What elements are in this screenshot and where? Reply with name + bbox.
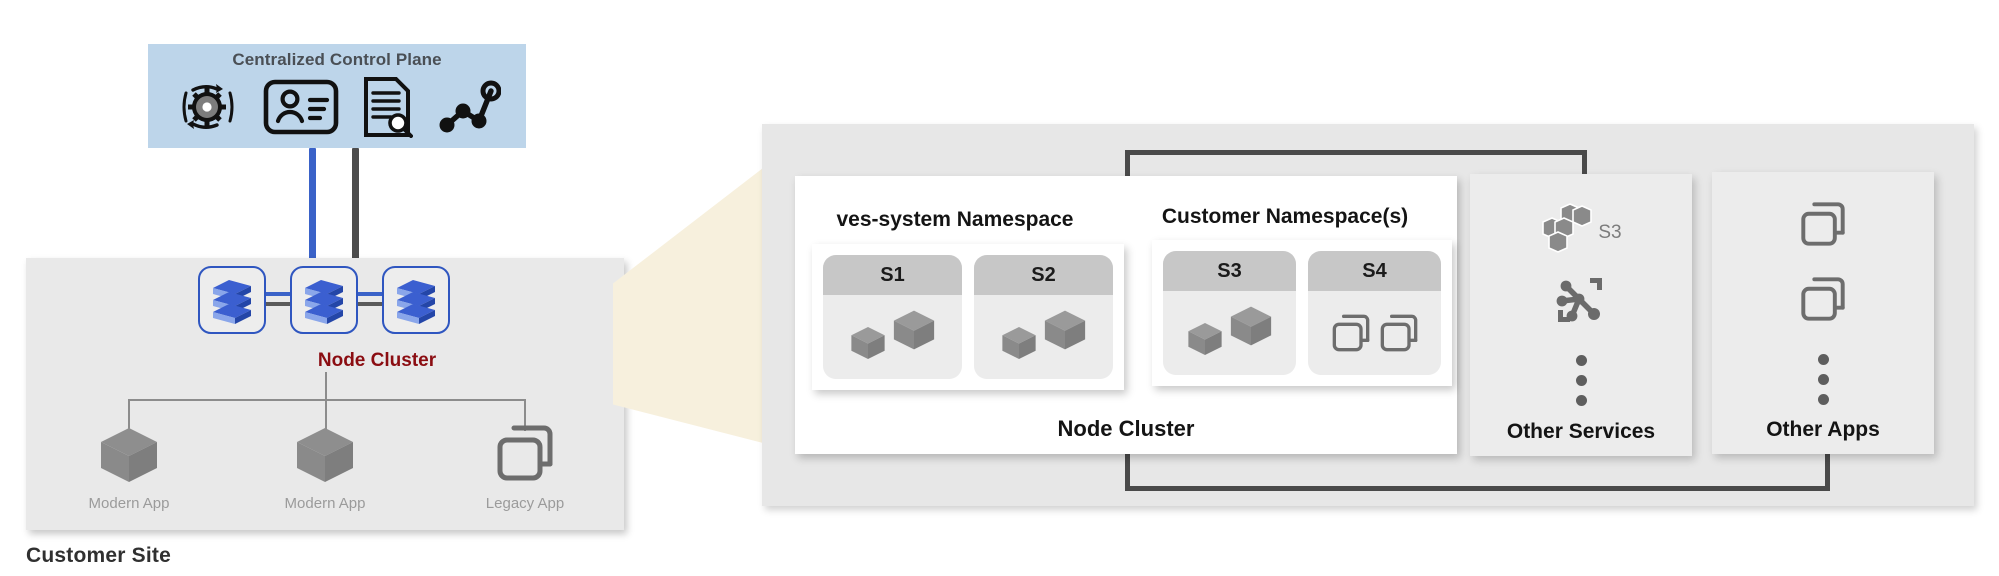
vm-windows-icon [1797, 273, 1849, 330]
node-link-2-gray [358, 302, 382, 306]
other-apps-icon-stack [1797, 198, 1849, 405]
pod-s2[interactable]: S2 [974, 255, 1113, 379]
bracket-connector-bottom [1125, 448, 1830, 491]
tree-bar [128, 399, 526, 401]
pod-s3-body [1163, 291, 1296, 375]
s3-service-label: S3 [1598, 222, 1622, 243]
vm-windows-icon [1332, 314, 1369, 352]
cube-icon [101, 428, 157, 482]
cube-icon [1001, 326, 1036, 360]
node-cluster-label-right: Node Cluster [1057, 416, 1195, 441]
cube-icon [297, 428, 353, 482]
control-plane-blue-link [309, 148, 316, 262]
stacked-layers-icon [213, 280, 251, 324]
vertical-ellipsis-icon [1817, 354, 1829, 405]
node-link-1-blue [266, 292, 290, 296]
customer-app-3[interactable]: Legacy App [470, 420, 580, 512]
vm-windows-icon [497, 425, 553, 481]
other-apps-card[interactable]: Other Apps [1712, 172, 1934, 454]
pod-s1[interactable]: S1 [823, 255, 962, 379]
document-search-icon [361, 76, 413, 143]
ves-system-namespace-card: S1 S2 [812, 244, 1124, 390]
service-mesh-icon [1554, 274, 1608, 331]
tree-stem [325, 372, 327, 400]
node-1[interactable] [198, 266, 266, 334]
cube-icon [893, 310, 934, 350]
cube-icon [1187, 322, 1222, 356]
identity-card-icon [263, 78, 339, 141]
node-link-2-blue [358, 292, 382, 296]
control-plane-title: Centralized Control Plane [232, 50, 442, 69]
control-plane-gray-link [352, 148, 359, 262]
stacked-layers-icon [305, 280, 343, 324]
customer-app-2-label: Modern App [284, 495, 366, 512]
pod-s3-label: S3 [1163, 251, 1296, 291]
tree-drop-3 [524, 399, 526, 431]
cube-icon [1230, 306, 1271, 346]
pod-s2-label: S2 [974, 255, 1113, 295]
zoom-callout-wedge [613, 168, 763, 443]
customer-app-2[interactable]: Modern App [270, 424, 380, 512]
customer-app-1[interactable]: Modern App [74, 424, 184, 512]
customer-site-label: Customer Site [26, 544, 171, 567]
customer-namespace-card: S3 S4 [1152, 240, 1452, 386]
pod-s4-body [1308, 291, 1441, 375]
node-3[interactable] [382, 266, 450, 334]
pod-s1-label: S1 [823, 255, 962, 295]
stacked-layers-icon [397, 280, 435, 324]
centralized-control-plane-panel: Centralized Control Plane [148, 44, 526, 148]
tree-drop-1 [128, 399, 130, 431]
pod-s4[interactable]: S4 [1308, 251, 1441, 375]
control-plane-icon-row [148, 74, 526, 144]
s3-bucket-cluster-icon: S3 [1540, 200, 1622, 256]
vm-windows-icon [1797, 198, 1849, 255]
cube-icon [850, 326, 885, 360]
node-2[interactable] [290, 266, 358, 334]
tree-drop-2 [325, 399, 327, 437]
bracket-connector-top [1125, 150, 1587, 191]
other-services-card[interactable]: S3 [1470, 174, 1692, 456]
vertical-ellipsis-icon [1575, 355, 1587, 406]
vm-windows-icon [1380, 314, 1417, 352]
pod-s1-body [823, 295, 962, 379]
node-link-1-gray [266, 302, 290, 306]
pod-s2-body [974, 295, 1113, 379]
node-cluster-label-left: Node Cluster [317, 350, 437, 371]
customer-app-1-label: Modern App [88, 495, 170, 512]
network-graph-icon [435, 77, 502, 142]
config-rotation-icon [173, 77, 241, 142]
customer-namespace-title: Customer Namespace(s) [1161, 205, 1409, 228]
ves-system-namespace-title: ves-system Namespace [836, 208, 1074, 231]
pod-s3[interactable]: S3 [1163, 251, 1296, 375]
other-services-icon-stack: S3 [1540, 200, 1622, 406]
customer-app-3-label: Legacy App [485, 495, 565, 512]
other-apps-label: Other Apps [1766, 418, 1880, 441]
pod-s4-label: S4 [1308, 251, 1441, 291]
other-services-label: Other Services [1506, 420, 1656, 443]
cube-icon [1044, 310, 1085, 350]
